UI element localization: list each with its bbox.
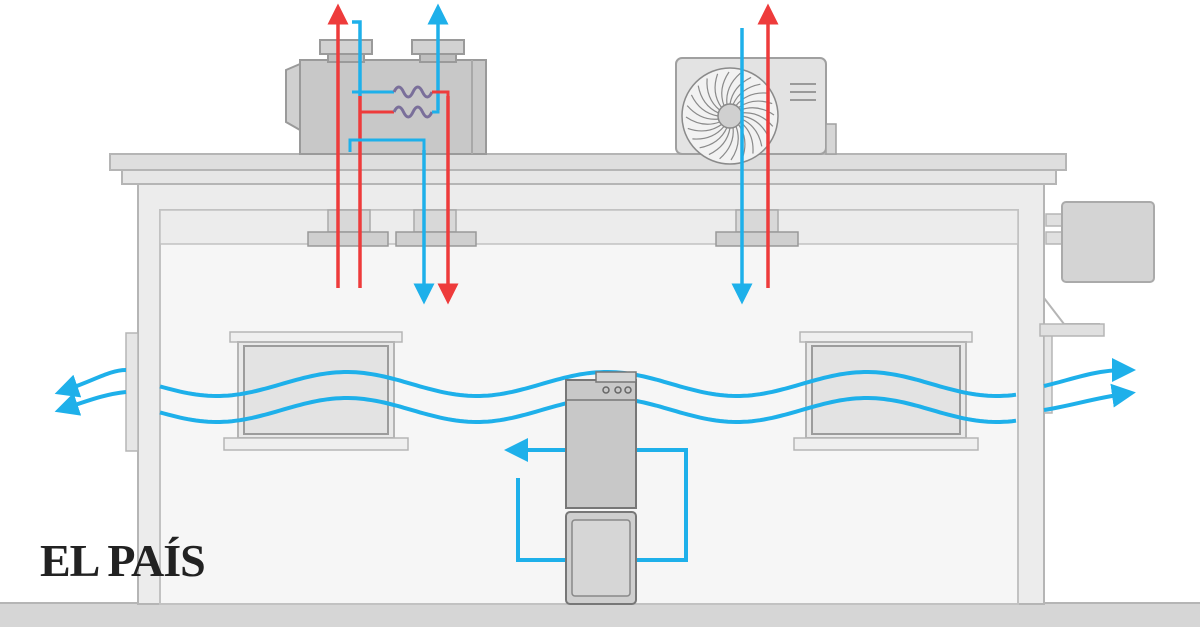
fan-blade [741,118,763,147]
window-right [793,331,979,451]
flow-exit-left-2 [54,390,127,416]
el-pais-logo: EL PAÍS [40,535,206,586]
fan-blade [708,127,731,156]
right-wall-vent [1043,332,1053,414]
fan-blade [714,73,722,108]
fan-blade [719,127,734,160]
exhaust-stack-1 [319,39,373,63]
heat-exchanger-coil-icon [348,85,450,152]
fan-blade [741,112,774,127]
roof-fascia [121,169,1057,185]
window-left [223,331,409,451]
ceiling-diffuser-3 [715,209,799,247]
flow-exit-right-2 [1043,383,1136,412]
fan-blade [685,116,720,125]
coil-line-1 [352,20,362,96]
vertical-air-flows [327,3,779,305]
flow-exit-right [1043,358,1136,388]
fan-blade [686,105,719,120]
wall-mounted-box [1039,201,1155,337]
cross-ventilation-exits [54,358,1136,416]
fan-blade [687,124,722,132]
roof-slab [109,153,1067,171]
fan-blade [721,71,730,106]
fan-blade [699,127,728,149]
left-wall-vent [125,332,139,452]
fan-blade [730,126,739,161]
rooftop-heat-recovery-unit [285,39,487,155]
fan-icon [681,67,779,165]
ground [0,603,1200,627]
fan-blade [735,92,768,106]
fan-blade [690,94,719,117]
fan-blade [726,72,741,105]
fan-blade [697,85,719,114]
ceiling-band [159,209,1019,245]
indoor-air-purifier-stack [565,371,637,605]
fan-blade [729,76,752,105]
rooftop-split-ac-condenser [675,57,837,165]
fan-blade [692,126,725,140]
flow-exit-left [54,368,127,398]
vent-slats-icon [790,83,816,101]
fan-blade [706,78,720,111]
